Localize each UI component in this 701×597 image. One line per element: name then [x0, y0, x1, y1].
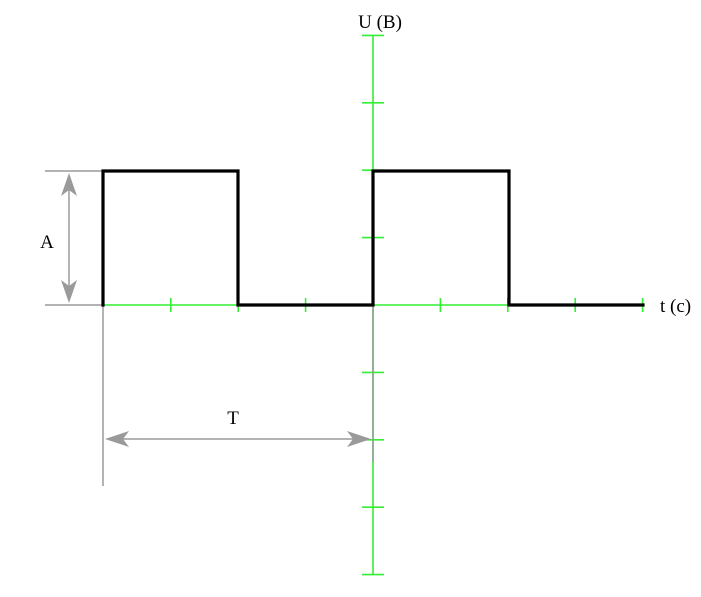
- square-wave-signal: [101, 169, 645, 307]
- period-label: T: [227, 408, 239, 429]
- y-axis-label: U (B): [358, 12, 402, 33]
- period-arrow-right-icon: [347, 431, 371, 447]
- x-axis-label: t (c): [660, 296, 691, 317]
- period-dimension: T: [102, 305, 371, 486]
- period-arrow-left-icon: [105, 431, 129, 447]
- amplitude-dimension: A: [40, 170, 103, 306]
- amplitude-label: A: [40, 232, 54, 253]
- amplitude-arrow-down-icon: [61, 280, 77, 303]
- amplitude-arrow-up-icon: [61, 173, 77, 196]
